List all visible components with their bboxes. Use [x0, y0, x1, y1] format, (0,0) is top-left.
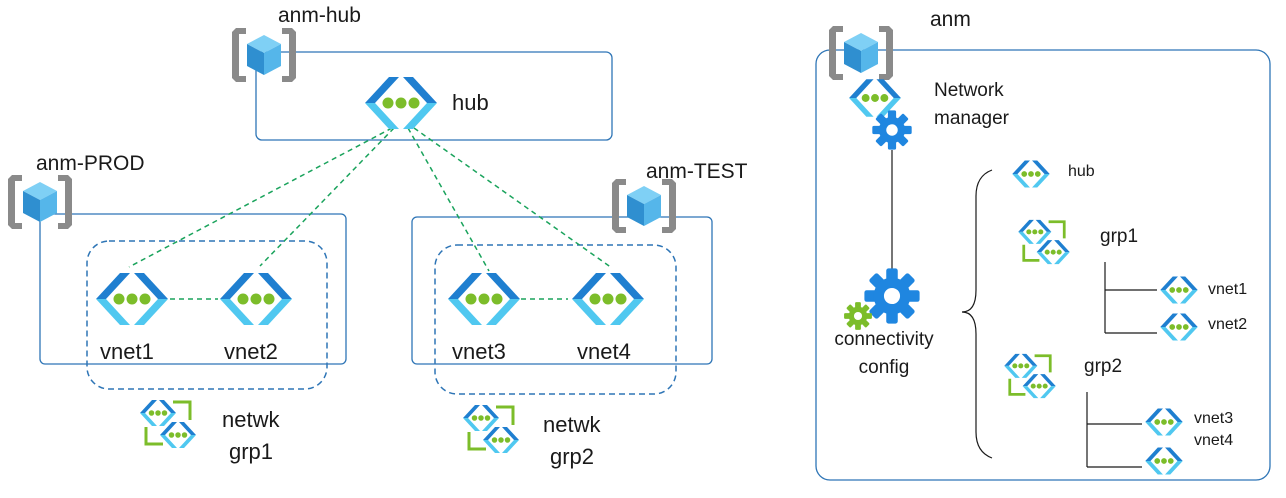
vnet1-label: vnet1 — [100, 339, 154, 364]
resource-group-icon — [232, 28, 296, 82]
vnet3-label: vnet3 — [452, 339, 506, 364]
prod-rg-box — [39, 213, 347, 365]
gear-icon — [872, 110, 912, 150]
vnet-icon — [96, 273, 168, 325]
gear-small-icon — [844, 302, 872, 330]
vnet-icon — [365, 77, 437, 129]
vnet-icon — [1012, 160, 1050, 188]
connectivity-config-line1: connectivity — [834, 329, 934, 350]
grp2-tree-lines — [1086, 392, 1142, 468]
prod-rg-title: anm-PROD — [36, 152, 145, 175]
resource-group-icon — [612, 179, 676, 233]
vnet-icon — [448, 273, 520, 325]
network-manager-line1: Network — [934, 80, 1004, 101]
tree-grp2-vnet4: vnet4 — [1194, 432, 1234, 449]
vnet-icon — [1160, 313, 1198, 341]
tree-grp1-vnet1: vnet1 — [1208, 281, 1248, 298]
resource-group-icon — [8, 175, 72, 229]
vnet-icon — [1145, 447, 1183, 475]
tree-grp2-label: grp2 — [1084, 356, 1123, 377]
vnet-icon — [220, 273, 292, 325]
peering-lines — [128, 127, 613, 300]
netwk-grp2-line1: netwk — [543, 412, 601, 437]
test-rg-title: anm-TEST — [646, 160, 748, 183]
netwk-grp2-boundary — [434, 244, 677, 395]
network-manager-line2: manager — [934, 108, 1009, 129]
hub-rg-title: anm-hub — [278, 4, 361, 27]
resource-group-icon — [829, 26, 893, 80]
tree-grp2-vnet3: vnet3 — [1194, 410, 1234, 427]
netwk-grp2-line2: grp2 — [550, 444, 595, 469]
network-group-icon — [1018, 220, 1070, 264]
vnet-icon — [572, 273, 644, 325]
network-group-icon — [140, 400, 196, 448]
tree-grp1-vnet2: vnet2 — [1208, 316, 1248, 333]
network-group-icon — [1004, 354, 1056, 398]
vnet4-label: vnet4 — [577, 339, 631, 364]
netwk-grp1-boundary — [86, 240, 328, 390]
netwk-grp1-line2: grp1 — [229, 439, 274, 464]
hub-rg-box — [255, 51, 613, 141]
vnet2-label: vnet2 — [224, 339, 278, 364]
connectivity-config-line2: config — [858, 357, 910, 378]
hub-vnet-label: hub — [452, 90, 489, 115]
netwk-grp1-line1: netwk — [222, 407, 280, 432]
anm-box — [815, 49, 1271, 481]
config-brace — [961, 169, 993, 459]
test-rg-box — [411, 216, 713, 365]
anm-title: anm — [930, 8, 971, 31]
tree-grp1-label: grp1 — [1100, 226, 1139, 247]
grp1-tree-lines — [1104, 262, 1157, 334]
tree-hub-label: hub — [1068, 163, 1095, 180]
network-group-icon — [463, 405, 519, 453]
gear-icon — [864, 268, 920, 324]
vnet-icon — [1160, 276, 1198, 304]
vnet-icon — [1145, 408, 1183, 436]
